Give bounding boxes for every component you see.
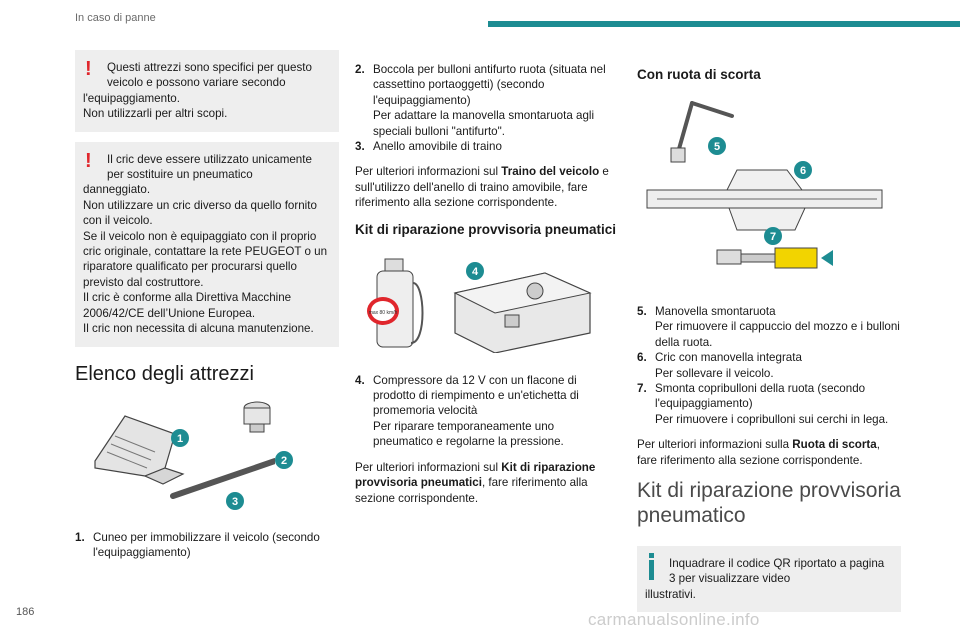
badge-7-label: 7 <box>770 231 776 243</box>
item-1-number: 1. <box>75 530 85 544</box>
info-rest: illustrativi. <box>645 587 696 601</box>
warning-icon: ! <box>85 149 92 172</box>
item-6-number: 6. <box>637 351 647 365</box>
tools-illustration-1-3: 1 3 <box>94 401 275 510</box>
badge-4-label: 4 <box>472 266 479 278</box>
para-bold-ref: Traino del veicolo <box>501 165 600 179</box>
warning-1-rest: l'equipaggiamento. Non utilizzarli per a… <box>83 91 228 121</box>
item-5-sub: Per rimuovere il cappuccio del mozzo e i… <box>655 320 900 349</box>
badge-6-label: 6 <box>800 165 806 177</box>
wheel-chock-image <box>94 415 185 485</box>
spare-wheel-tools-illustration: 5 6 7 <box>646 101 883 269</box>
badge-2-marker: 2 <box>275 451 293 469</box>
section-heading-spare-wheel: Con ruota di scorta <box>637 67 761 82</box>
item-6-sub: Per sollevare il veicolo. <box>655 366 774 380</box>
repair-kit-illustration: max 80 km/h 4 <box>367 258 592 353</box>
para-text: Per ulteriori informazioni sul <box>355 165 502 179</box>
section-heading-repair-kit-large: Kit di riparazione provvisoria pneumatic… <box>637 479 901 528</box>
badge-1: 1 <box>171 428 189 447</box>
item-5-text: Manovella smontaruota <box>655 305 776 318</box>
section-heading-repair-kit: Kit di riparazione provvisoria pneumatic… <box>355 221 617 237</box>
item-1-text: Cuneo per immobilizzare il veicolo (seco… <box>93 530 320 560</box>
list-item-7: 7. Smonta copribulloni della ruota (seco… <box>637 381 901 427</box>
badge-7: 7 <box>764 227 782 245</box>
item-2-number: 2. <box>355 63 365 76</box>
para-text: , fare riferimento alla sezione corrispo… <box>637 438 880 467</box>
para-text: Per ulteriori informazioni sulla <box>637 438 793 452</box>
towing-eye-ring <box>275 446 305 476</box>
paragraph-spare-wheel: Per ulteriori informazioni sulla Ruota d… <box>637 437 901 468</box>
warning-box-1: ! Questi attrezzi sono specifici per que… <box>75 50 339 132</box>
item-7-text: Smonta copribulloni della ruota (secondo… <box>655 382 866 411</box>
watermark: carmanualsonline.info <box>588 610 760 629</box>
para-bold-ref: Ruota di scorta <box>792 438 877 452</box>
badge-3-label: 3 <box>232 496 238 508</box>
badge-2-label: 2 <box>281 455 287 467</box>
list-item-5: 5. Manovella smontaruota Per rimuovere i… <box>637 304 901 350</box>
para-text: e sull'utilizzo dell'anello di traino am… <box>355 165 609 210</box>
item-7-sub: Per rimuovere i copribulloni sui cerchi … <box>655 412 889 426</box>
item-3-number: 3. <box>355 140 365 154</box>
warning-1-first: Questi attrezzi sono specifici per quest… <box>107 61 312 90</box>
badge-4: 4 <box>466 261 484 280</box>
sealant-bottle-image: max 80 km/h <box>367 258 424 348</box>
paragraph-repair-kit: Per ulteriori informazioni sul Kit di ri… <box>355 460 617 506</box>
list-item-1: 1. Cuneo per immobilizzare il veicolo (s… <box>75 530 339 561</box>
item-6-text: Cric con manovella integrata <box>655 351 802 365</box>
list-item-2: 2. Boccola per bulloni antifurto ruota (… <box>355 62 617 139</box>
badge-5-label: 5 <box>714 141 720 153</box>
anti-theft-socket-image <box>243 401 271 433</box>
compressor-image <box>453 272 592 353</box>
column-2: 2. Boccola per bulloni antifurto ruota (… <box>355 62 617 516</box>
page-number: 186 <box>16 606 35 618</box>
paragraph-towing: Per ulteriori informazioni sul Traino de… <box>355 164 617 210</box>
warning-2-first: Il cric deve essere utilizzato unicament… <box>107 152 312 182</box>
item-3-text: Anello amovibile di traino <box>373 140 502 154</box>
bolt-cover-remover-image <box>716 247 833 269</box>
item-2-text: Boccola per bulloni antifurto ruota (sit… <box>373 63 606 107</box>
item-4-sub: Per riparare temporaneamente uno pneumat… <box>373 419 564 449</box>
item-7-number: 7. <box>637 382 647 396</box>
info-icon <box>649 553 654 581</box>
para-text: , fare riferimento alla sezione corrispo… <box>355 476 588 505</box>
towing-eye-image <box>170 457 275 499</box>
item-4-number: 4. <box>355 373 365 387</box>
badge-3: 3 <box>226 491 244 510</box>
info-box: Inquadrare il codice QR riportato a pagi… <box>637 546 901 613</box>
badge-5: 5 <box>708 137 726 155</box>
badge-6: 6 <box>794 161 812 179</box>
warning-2-rest: danneggiato. Non utilizzare un cric dive… <box>83 183 328 336</box>
info-first: Inquadrare il codice QR riportato a pagi… <box>669 557 885 586</box>
list-item-6: 6. Cric con manovella integrata Per soll… <box>637 350 901 381</box>
badge-1-label: 1 <box>177 433 183 445</box>
column-3: Con ruota di scorta 5 6 7 <box>637 58 901 622</box>
para-text: Per ulteriori informazioni sul <box>355 460 502 474</box>
running-header: In caso di panne <box>75 12 156 24</box>
jack-image <box>646 169 883 231</box>
item-2-sub: Per adattare la manovella smontaruota ag… <box>373 109 595 138</box>
section-heading-tools: Elenco degli attrezzi <box>75 362 254 385</box>
warning-box-2: ! Il cric deve essere utilizzato unicame… <box>75 141 339 347</box>
bottle-label-text: max 80 km/h <box>369 310 398 316</box>
header-accent-bar <box>488 21 960 27</box>
item-4-text: Compressore da 12 V con un flacone di pr… <box>373 373 579 418</box>
list-item-3: 3. Anello amovibile di traino <box>355 139 617 154</box>
para-bold-ref: Kit di riparazione provvisoria pneumatic… <box>355 460 596 490</box>
warning-icon: ! <box>85 58 92 80</box>
list-item-4: 4. Compressore da 12 V con un flacone di… <box>355 373 617 450</box>
column-1: ! Questi attrezzi sono specifici per que… <box>75 50 339 561</box>
item-5-number: 5. <box>637 305 647 318</box>
wheel-brace-image <box>670 101 734 163</box>
